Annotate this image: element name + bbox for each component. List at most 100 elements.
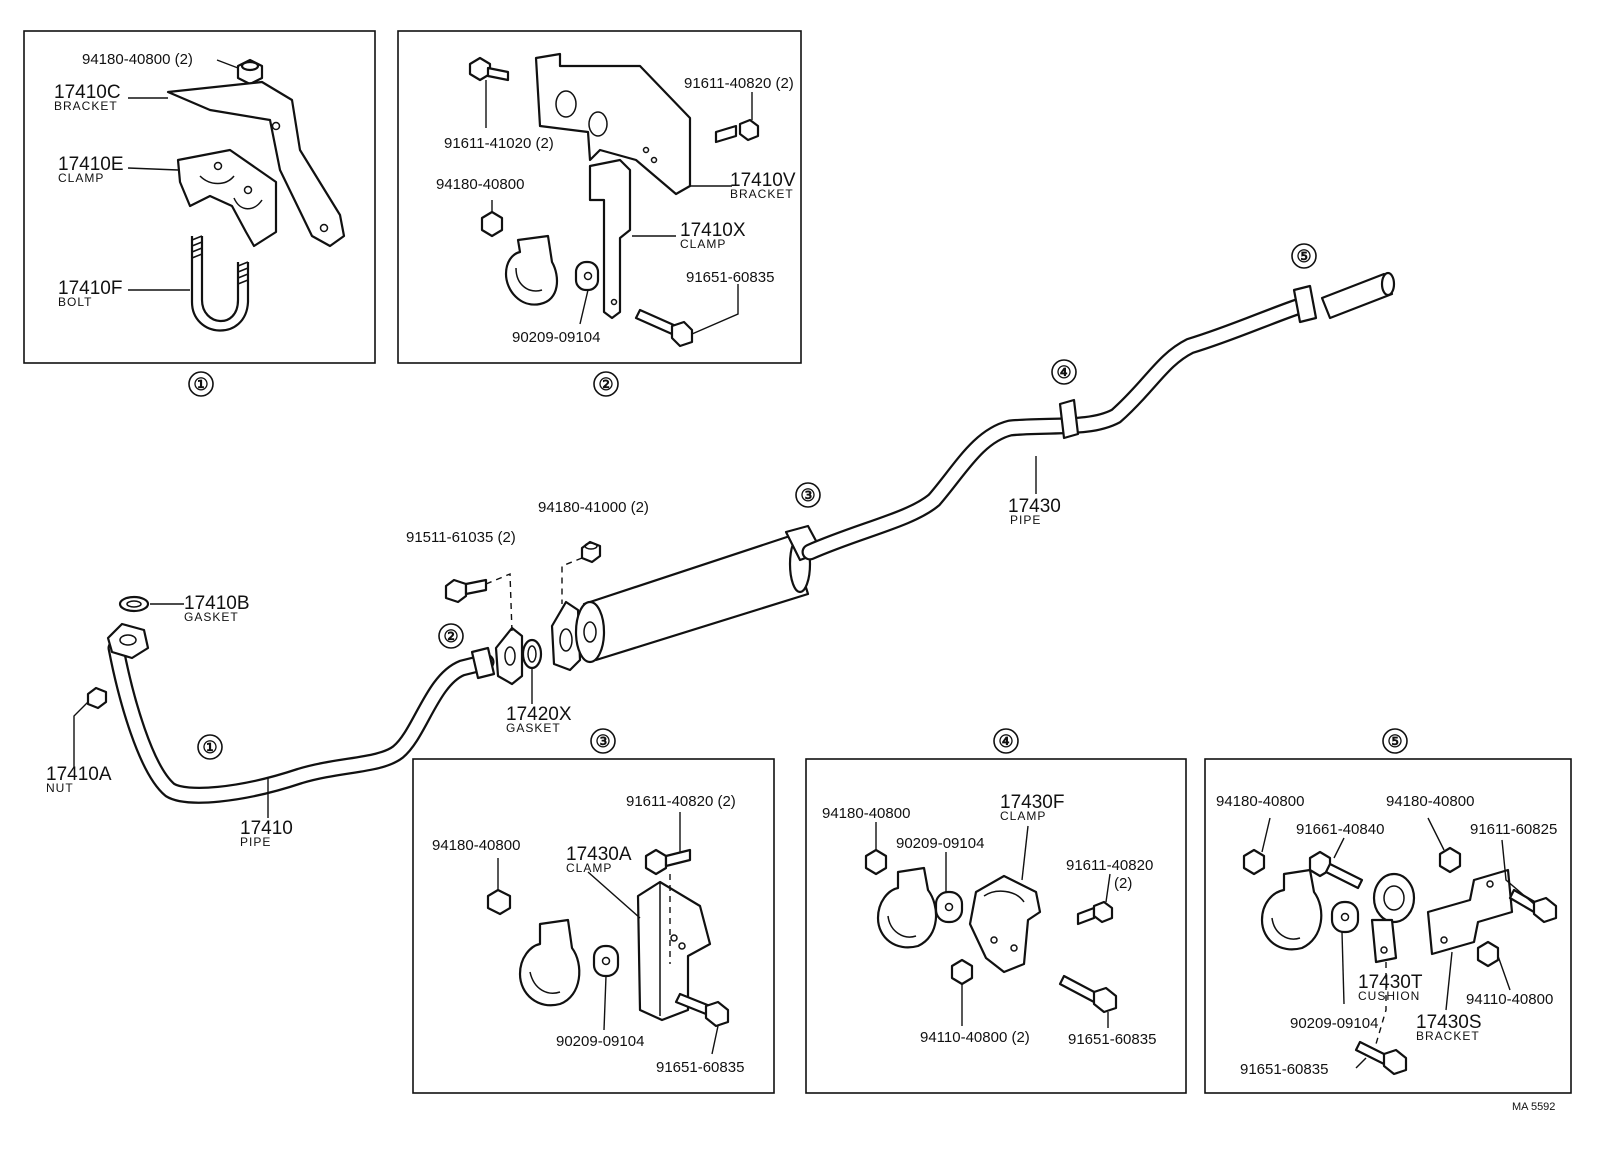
pipe2-pn: 17430 (1008, 496, 1061, 517)
box2-clamp-pn: 17410X (680, 220, 746, 241)
callout-circle-4-main: ④ (1051, 359, 1077, 385)
box1-clamp-name: CLAMP (58, 171, 104, 185)
box5-bolt-a-leader (1333, 837, 1345, 859)
nut-a-pn: 17410A (46, 764, 112, 785)
gasket-b-pn: 17410B (184, 593, 250, 614)
box5-nut-c-label: 94110-40800 (1466, 991, 1553, 1008)
box5-cushion (1370, 872, 1416, 964)
box3-nut (486, 888, 512, 916)
box2-washer-label: 90209-09104 (512, 329, 600, 346)
box1-bracket-pn: 17410C (54, 82, 121, 103)
tail-pipe-tip (1320, 271, 1396, 320)
front-pipe-17410 (107, 639, 495, 804)
pipe2-name: PIPE (1010, 513, 1041, 527)
callout-circle-5-main: ⑤ (1291, 243, 1317, 269)
box3-washer-leader (603, 975, 607, 1031)
box1-bolt-name: BOLT (58, 295, 92, 309)
box4-bolt-b (1058, 974, 1118, 1014)
box2-bolt-b (714, 118, 760, 144)
nut-17410a (86, 686, 108, 710)
box5-bracket-pn: 17430S (1416, 1012, 1482, 1033)
box5-washer-label: 90209-09104 (1290, 1015, 1378, 1032)
box5-bolt-c-dashline (1375, 962, 1387, 1045)
box4-bolt (1076, 900, 1114, 926)
box4-clamp-ring (876, 866, 938, 949)
box2-bolt-a (468, 56, 510, 82)
box3-washer-label: 90209-09104 (556, 1033, 644, 1050)
box1-bracket (166, 80, 346, 248)
box3-clamp-name: CLAMP (566, 861, 612, 875)
box2-bolt-c-label: 91651-60835 (686, 269, 774, 286)
box5-bolt-b-label: 91611-60825 (1470, 821, 1557, 838)
box4-bolt-label: 91611-40820 (1066, 857, 1153, 874)
svg-text:①: ① (202, 738, 217, 757)
box3-clamp-leader (587, 871, 641, 919)
box3-bolt-b-label: 91651-60835 (656, 1059, 744, 1076)
box5-bracket-name: BRACKET (1416, 1029, 1480, 1043)
joint-flange (494, 626, 524, 686)
box3-nut-label: 94180-40800 (432, 837, 520, 854)
box5-bracket (1426, 868, 1514, 956)
box5-bolt-c-label: 91651-60835 (1240, 1061, 1328, 1078)
box1-clamp-pn: 17410E (58, 154, 124, 175)
box4-washer-label: 90209-09104 (896, 835, 984, 852)
callout-circle-3-box: ③ (590, 728, 616, 754)
box1-bolt-pn: 17410F (58, 278, 122, 299)
callout-circle-2-main: ② (438, 623, 464, 649)
box4-nut-b-label: 94110-40800 (2) (920, 1029, 1030, 1046)
detail-box-5 (1204, 758, 1572, 1094)
svg-text:②: ② (598, 375, 613, 394)
box2-washer-leader (579, 289, 589, 325)
box3-bolt (644, 848, 692, 876)
box5-cushion-pn: 17430T (1358, 972, 1423, 993)
box2-nut-label: 94180-40800 (436, 176, 524, 193)
box2-bolt-b-label: 91611-40820 (2) (684, 75, 794, 92)
box5-clamp-ring (1260, 868, 1323, 951)
box4-washer (934, 890, 964, 924)
pipe-clamp-5 (1292, 284, 1318, 324)
bolt-91511-dashline (485, 572, 513, 633)
box4-bolt-qty: (2) (1114, 875, 1132, 892)
callout-circle-4-box: ④ (993, 728, 1019, 754)
box1-flange-nut (236, 58, 264, 86)
bolt-91511 (444, 578, 488, 604)
box4-nut-b (950, 958, 974, 986)
gasket-x-pn: 17420X (506, 704, 572, 725)
svg-text:④: ④ (1056, 363, 1071, 382)
box5-washer (1330, 900, 1360, 934)
svg-text:⑤: ⑤ (1387, 732, 1402, 751)
svg-text:①: ① (193, 375, 208, 394)
box5-nut-a (1242, 848, 1266, 876)
detail-box-1 (23, 30, 376, 364)
box4-bolt-leader (1105, 873, 1111, 903)
nut-a-leader (73, 701, 89, 768)
box2-bolt-c-leader (691, 284, 739, 335)
svg-text:③: ③ (800, 486, 815, 505)
box5-bolt-b-leader (1501, 839, 1535, 905)
box5-nut-b-leader (1427, 817, 1445, 851)
box5-bracket-leader (1445, 951, 1453, 1011)
bolt-91511-label: 91511-61035 (2) (406, 529, 516, 546)
figure-code: MA 5592 (1512, 1101, 1555, 1113)
box5-bolt-a (1308, 850, 1364, 890)
box5-nut-a-label: 94180-40800 (1216, 793, 1304, 810)
gasket-17420x (521, 638, 543, 670)
svg-text:④: ④ (998, 732, 1013, 751)
box4-nut (864, 848, 888, 876)
box5-bolt-c (1354, 1040, 1408, 1076)
pipe-clamp-4 (1058, 398, 1080, 440)
box5-nut-c-leader (1497, 955, 1511, 991)
box2-clamp-name: CLAMP (680, 237, 726, 251)
box1-nut-label: 94180-40800 (2) (82, 51, 193, 68)
box4-bolt-b-label: 91651-60835 (1068, 1031, 1156, 1048)
box2-clamp-ring (504, 234, 559, 306)
box3-bolt-b (674, 992, 730, 1028)
box5-bolt-b (1508, 888, 1558, 924)
box3-bolt-label: 91611-40820 (2) (626, 793, 736, 810)
box4-nut-label: 94180-40800 (822, 805, 910, 822)
callout-circle-2-box: ② (593, 371, 619, 397)
callout-circle-1-box: ① (188, 371, 214, 397)
box5-nut-b (1438, 846, 1462, 874)
svg-text:②: ② (443, 627, 458, 646)
box5-cushion-name: CUSHION (1358, 989, 1420, 1003)
